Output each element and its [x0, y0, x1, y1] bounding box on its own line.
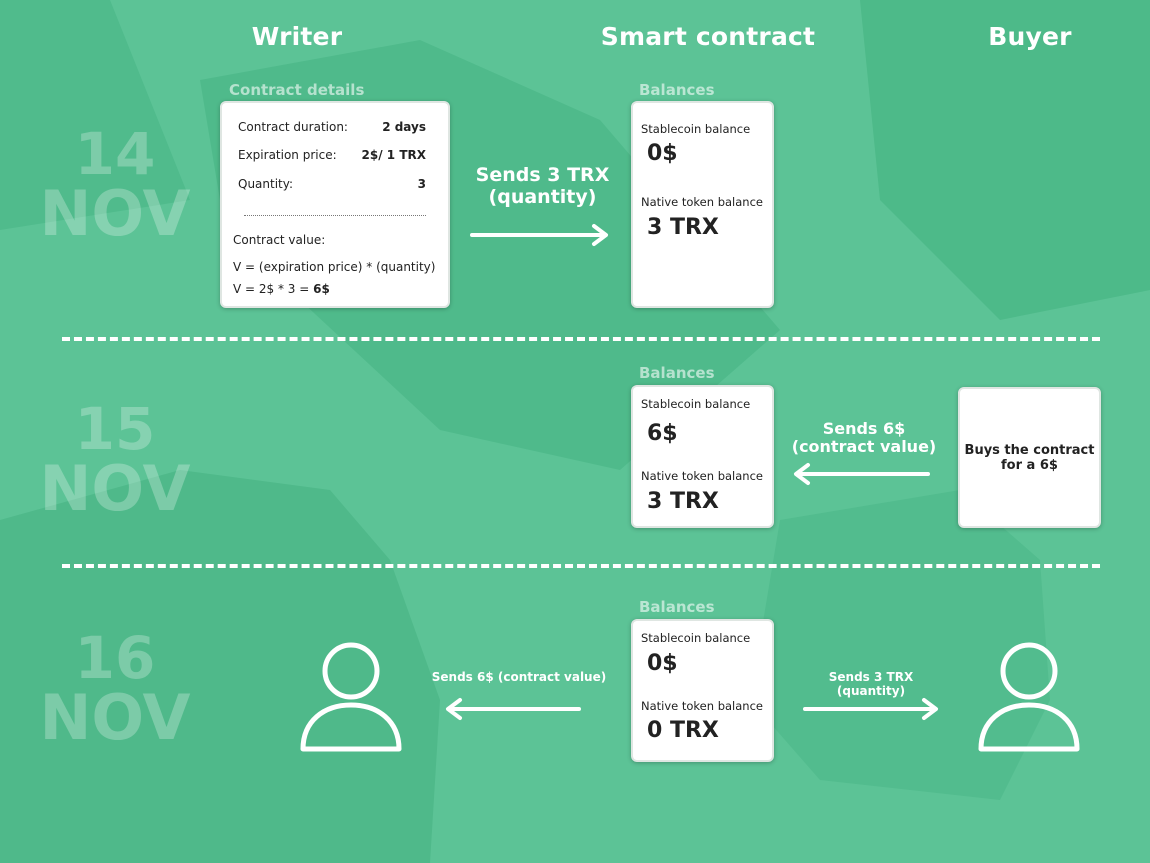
date-month: NOV	[39, 681, 191, 754]
balances-label: Balances	[639, 364, 715, 382]
buyer-action-line: Buys the contract	[964, 442, 1095, 458]
contract-details-label: Contract details	[229, 81, 365, 99]
detail-row: Expiration price: 2$/ 1 TRX	[238, 148, 426, 162]
date-day: 15	[74, 395, 156, 463]
person-icon-writer	[300, 642, 402, 752]
stablecoin-balance-label: Stablecoin balance	[641, 397, 751, 411]
balances-card-day3: Stablecoin balance 0$ Native token balan…	[631, 619, 774, 762]
balances-label: Balances	[639, 598, 715, 616]
stablecoin-balance-value: 6$	[647, 421, 678, 446]
detail-key: Contract duration:	[238, 120, 348, 134]
arrow-label-line: Sends 3 TRX	[475, 164, 610, 186]
contract-value-label: Contract value:	[233, 233, 326, 247]
date-day: 16	[74, 624, 156, 692]
detail-value: 3	[417, 177, 426, 191]
detail-value: 2$/ 1 TRX	[361, 148, 426, 162]
contract-value-calculation: V = 2$ * 3 = 6$	[233, 282, 330, 296]
date-month: NOV	[39, 452, 191, 525]
day-divider	[62, 337, 1100, 341]
balances-card-day1: Stablecoin balance 0$ Native token balan…	[631, 101, 774, 308]
arrow-label-day1: Sends 3 TRX (quantity)	[465, 164, 620, 208]
buyer-action-line: for a 6$	[1001, 457, 1058, 473]
balances-card-day2: Stablecoin balance 6$ Native token balan…	[631, 385, 774, 528]
dotted-divider	[244, 215, 426, 216]
native-balance-value: 0 TRX	[647, 718, 719, 743]
stablecoin-balance-label: Stablecoin balance	[641, 631, 751, 645]
detail-row: Contract duration: 2 days	[238, 120, 426, 134]
detail-row: Quantity: 3	[238, 177, 426, 191]
column-header-buyer: Buyer	[988, 22, 1072, 51]
arrow-label-line: (contract value)	[791, 437, 937, 456]
day-divider	[62, 564, 1100, 568]
arrow-right-icon	[470, 224, 608, 246]
native-balance-label: Native token balance	[641, 469, 763, 483]
date-month: NOV	[39, 177, 191, 250]
arrow-label-day3-left: Sends 6$ (contract value)	[431, 670, 607, 684]
arrow-left-icon	[446, 698, 581, 720]
person-icon-buyer	[978, 642, 1080, 752]
column-header-smart-contract: Smart contract	[600, 22, 816, 51]
detail-key: Expiration price:	[238, 148, 337, 162]
contract-value-formula: V = (expiration price) * (quantity)	[233, 260, 436, 274]
stablecoin-balance-value: 0$	[647, 651, 678, 676]
detail-value: 2 days	[382, 120, 426, 134]
calc-prefix: V = 2$ * 3 =	[233, 282, 314, 296]
native-balance-value: 3 TRX	[647, 489, 719, 514]
arrow-right-icon	[803, 698, 938, 720]
native-balance-value: 3 TRX	[647, 215, 719, 240]
native-balance-label: Native token balance	[641, 699, 763, 713]
calc-result: 6$	[313, 282, 330, 296]
stablecoin-balance-value: 0$	[647, 141, 678, 166]
arrow-label-line: Sends 6$	[822, 419, 906, 438]
arrow-label-day3-right: Sends 3 TRX (quantity)	[828, 670, 914, 698]
native-balance-label: Native token balance	[641, 195, 763, 209]
date-label-2: 15 NOV	[20, 395, 210, 525]
date-label-1: 14 NOV	[20, 120, 210, 250]
balances-label: Balances	[639, 81, 715, 99]
date-label-3: 16 NOV	[20, 624, 210, 754]
stablecoin-balance-label: Stablecoin balance	[641, 122, 751, 136]
buyer-action-card: Buys the contract for a 6$	[958, 387, 1101, 528]
column-header-writer: Writer	[251, 22, 343, 51]
arrow-label-day2: Sends 6$ (contract value)	[790, 420, 938, 456]
contract-details-card: Contract duration: 2 days Expiration pri…	[220, 101, 450, 308]
arrow-label-line: (quantity)	[488, 186, 597, 208]
date-day: 14	[74, 120, 156, 188]
arrow-left-icon	[794, 463, 930, 485]
detail-key: Quantity:	[238, 177, 294, 191]
